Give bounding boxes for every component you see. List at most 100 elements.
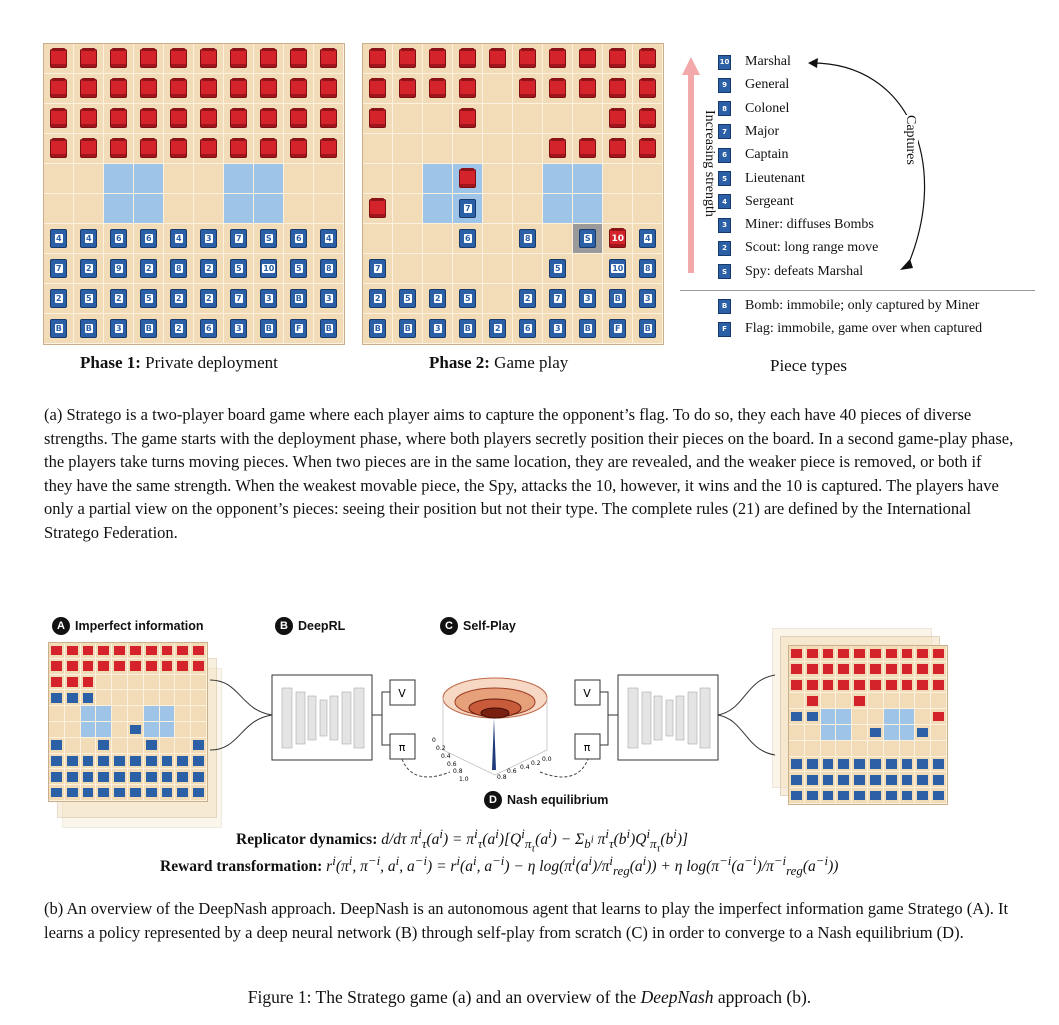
- piece-icon: B: [718, 298, 731, 314]
- board-cell: [603, 104, 633, 134]
- svg-text:0.8: 0.8: [497, 774, 507, 781]
- board-cell: [194, 164, 224, 194]
- red-piece: [140, 47, 158, 69]
- blue-piece: 3: [200, 229, 218, 249]
- board-cell: 2: [194, 254, 224, 284]
- board-cell: [633, 194, 663, 224]
- piece-name: Scout: long range move: [745, 240, 879, 256]
- board-cell: [453, 134, 483, 164]
- board-cell: 7: [224, 224, 254, 254]
- blue-piece: 10: [260, 259, 278, 279]
- board-cell: 2: [164, 284, 194, 314]
- board-cell: 5: [453, 284, 483, 314]
- board-cell: [513, 74, 543, 104]
- caption-b: (b) An overview of the DeepNash approach…: [44, 899, 1009, 942]
- red-piece: [579, 77, 597, 99]
- red-piece: [230, 77, 248, 99]
- piece-types-label: Piece types: [770, 356, 847, 375]
- board-cell: 6: [513, 314, 543, 344]
- board-cell: [284, 74, 314, 104]
- board-cell: 5: [393, 284, 423, 314]
- board-cell: 10: [603, 254, 633, 284]
- board-cell: 6: [453, 224, 483, 254]
- board-cell: 7: [44, 254, 74, 284]
- board-cell: [224, 194, 254, 224]
- blue-piece: 4: [80, 229, 98, 249]
- board-cell: [314, 44, 344, 74]
- board-cell: 4: [44, 224, 74, 254]
- blue-piece: 6: [459, 229, 477, 249]
- blue-piece: B: [290, 289, 308, 309]
- blue-piece: 2: [369, 289, 387, 309]
- board-cell: [633, 164, 663, 194]
- board-cell: [164, 74, 194, 104]
- board-cell: [194, 104, 224, 134]
- board-cell: [254, 194, 284, 224]
- red-piece: [290, 107, 308, 129]
- blue-piece: 4: [639, 229, 657, 249]
- blue-piece: 6: [110, 229, 128, 249]
- strength-label: Increasing strength: [702, 110, 717, 217]
- captures-arrow-icon: [808, 58, 926, 270]
- board-cell: [573, 194, 603, 224]
- blue-piece: B: [320, 319, 338, 339]
- board-cell: [603, 164, 633, 194]
- board-cell: [573, 104, 603, 134]
- red-piece: [290, 137, 308, 159]
- blue-piece: F: [609, 319, 627, 339]
- board-cell: [74, 134, 104, 164]
- red-piece: [200, 77, 218, 99]
- red-piece: [459, 47, 477, 69]
- blue-piece: 5: [80, 289, 98, 309]
- board-cell: F: [603, 314, 633, 344]
- piece-name: Flag: immobile, game over when captured: [745, 321, 983, 337]
- board-cell: [423, 44, 453, 74]
- svg-text:0.0: 0.0: [542, 756, 552, 763]
- board-cell: [44, 164, 74, 194]
- board-cell: [573, 74, 603, 104]
- piece-icon: 7: [718, 124, 731, 140]
- board-cell: [104, 74, 134, 104]
- red-piece: [519, 77, 537, 99]
- board-cell: 5: [134, 284, 164, 314]
- red-piece: [639, 107, 657, 129]
- board-cell: [513, 134, 543, 164]
- figure-caption: Figure 1: The Stratego game (a) and an o…: [247, 987, 812, 1007]
- red-piece: [50, 47, 68, 69]
- blue-piece: B: [639, 319, 657, 339]
- piece-icon: S: [718, 264, 731, 280]
- caption-a: (a) Stratego is a two-player board game …: [44, 405, 1014, 542]
- piece-name: Miner: diffuses Bombs: [745, 217, 874, 233]
- board-cell: [483, 194, 513, 224]
- board-cell: 9: [104, 254, 134, 284]
- board-cell: 3: [314, 284, 344, 314]
- piece-icon: 10: [718, 54, 731, 70]
- svg-text:0.6: 0.6: [447, 761, 457, 768]
- board-cell: [224, 164, 254, 194]
- board-cell: 3: [423, 314, 453, 344]
- blue-piece: 5: [230, 259, 248, 279]
- blue-piece: 2: [519, 289, 537, 309]
- board-cell: [44, 44, 74, 74]
- board-cell: 3: [543, 314, 573, 344]
- blue-piece: S: [260, 229, 278, 249]
- board-cell: [543, 194, 573, 224]
- red-piece: [429, 77, 447, 99]
- board-cell: B: [363, 314, 393, 344]
- board-cell: 3: [573, 284, 603, 314]
- blue-piece: 7: [230, 229, 248, 249]
- board-cell: [254, 134, 284, 164]
- red-piece: [459, 107, 477, 129]
- board-cell: 7: [543, 284, 573, 314]
- captures-label: Captures: [902, 115, 918, 165]
- board-cell: [633, 104, 663, 134]
- board-cell: [543, 104, 573, 134]
- board-cell: B: [74, 314, 104, 344]
- svg-text:0.4: 0.4: [520, 764, 530, 771]
